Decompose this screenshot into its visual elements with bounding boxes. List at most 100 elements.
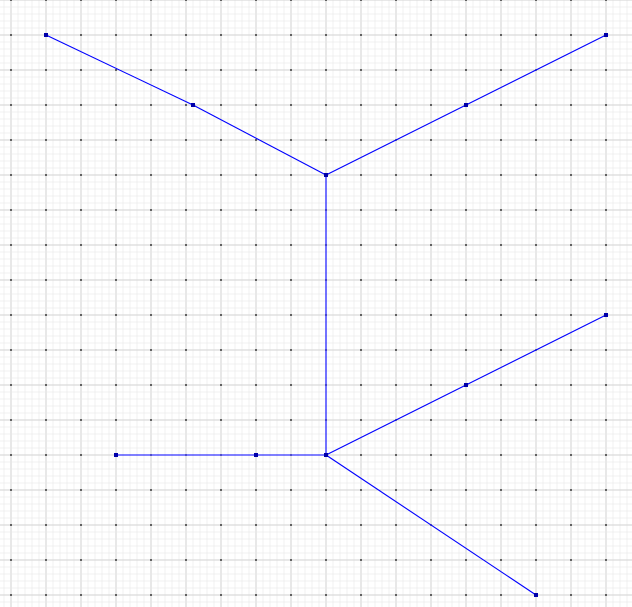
grid-dot — [185, 244, 187, 246]
grid-dot — [220, 489, 222, 491]
grid-dot — [185, 279, 187, 281]
grid-dot — [45, 209, 47, 211]
grid-dot — [115, 69, 117, 71]
grid-dot — [430, 594, 432, 596]
node-n10[interactable] — [254, 453, 258, 457]
grid-dot — [605, 594, 607, 596]
grid-dot — [500, 0, 502, 1]
grid-dot — [430, 104, 432, 106]
grid-dot — [290, 244, 292, 246]
grid-dot — [290, 174, 292, 176]
grid-dot — [220, 419, 222, 421]
grid-dot — [605, 104, 607, 106]
edge-n2-n3[interactable] — [192, 104, 327, 176]
grid-dot — [605, 0, 607, 1]
grid-dot — [150, 0, 152, 1]
edge-n3-n4[interactable] — [325, 104, 467, 176]
grid-dot — [360, 244, 362, 246]
grid-dot — [220, 524, 222, 526]
grid-dot — [80, 594, 82, 596]
grid-dot — [80, 209, 82, 211]
grid-dot — [605, 279, 607, 281]
edge-n1-n2[interactable] — [45, 34, 194, 106]
grid-dot — [220, 139, 222, 141]
grid-dot — [45, 139, 47, 141]
edge-n4-n5[interactable] — [465, 34, 607, 106]
node-n11[interactable] — [114, 453, 118, 457]
node-n2[interactable] — [191, 103, 195, 107]
grid-dot — [500, 594, 502, 596]
node-n5[interactable] — [604, 33, 608, 37]
grid-dot — [185, 489, 187, 491]
grid-dot — [10, 209, 12, 211]
node-n9[interactable] — [604, 313, 608, 317]
grid-dot — [115, 384, 117, 386]
grid-dot — [395, 524, 397, 526]
grid-dot — [500, 349, 502, 351]
grid-dot — [430, 489, 432, 491]
grid-dot — [465, 0, 467, 1]
node-n4[interactable] — [464, 103, 468, 107]
grid-dot — [395, 0, 397, 1]
grid-dot — [185, 139, 187, 141]
grid-dot — [535, 174, 537, 176]
grid-dot — [80, 34, 82, 36]
edge-n7-n8[interactable] — [465, 314, 607, 386]
grid-dot — [465, 244, 467, 246]
grid-dot — [570, 489, 572, 491]
grid-dot — [10, 244, 12, 246]
grid-dot — [570, 314, 572, 316]
grid-dot — [220, 559, 222, 561]
grid-dot — [500, 454, 502, 456]
grid-dot — [80, 104, 82, 106]
grid-dot — [325, 34, 327, 36]
grid-dot — [185, 559, 187, 561]
grid-dot — [150, 34, 152, 36]
grid-dot — [150, 139, 152, 141]
grid-dot — [255, 349, 257, 351]
grid-dot — [395, 209, 397, 211]
node-n3[interactable] — [324, 173, 328, 177]
edge-n6-n7[interactable] — [325, 384, 467, 456]
grid-dot — [500, 34, 502, 36]
grid-dot — [255, 559, 257, 561]
grid-dot — [10, 559, 12, 561]
grid-dot — [80, 349, 82, 351]
grid-dot — [360, 0, 362, 1]
grid-dot — [325, 594, 327, 596]
node-n6[interactable] — [324, 453, 328, 457]
grid-dot — [150, 559, 152, 561]
grid-dot — [465, 174, 467, 176]
grid-dot — [220, 69, 222, 71]
grid-dot — [535, 279, 537, 281]
grid-dot — [570, 139, 572, 141]
grid-dot — [325, 139, 327, 141]
grid-dot — [150, 244, 152, 246]
grid-dot — [430, 279, 432, 281]
grid-dot — [360, 594, 362, 596]
grid-dot — [290, 209, 292, 211]
grid-dot — [290, 524, 292, 526]
grid-dot — [80, 174, 82, 176]
grid-dot — [395, 559, 397, 561]
edge-n6-n12[interactable] — [325, 454, 537, 596]
grid-dot — [395, 174, 397, 176]
grid-dot — [255, 489, 257, 491]
grid-dot — [10, 139, 12, 141]
grid-dot — [500, 489, 502, 491]
grid-dot — [45, 279, 47, 281]
grid-dot — [10, 174, 12, 176]
grid-dot — [430, 0, 432, 1]
node-n7[interactable] — [464, 383, 468, 387]
grid-dot — [255, 524, 257, 526]
grid-dot — [465, 314, 467, 316]
grid-dot — [570, 419, 572, 421]
grid-dot — [535, 419, 537, 421]
node-n1[interactable] — [44, 33, 48, 37]
grid-dot — [115, 524, 117, 526]
node-n12[interactable] — [534, 593, 538, 597]
grid-dot — [325, 559, 327, 561]
grid-dot — [185, 69, 187, 71]
grid-dot — [45, 384, 47, 386]
